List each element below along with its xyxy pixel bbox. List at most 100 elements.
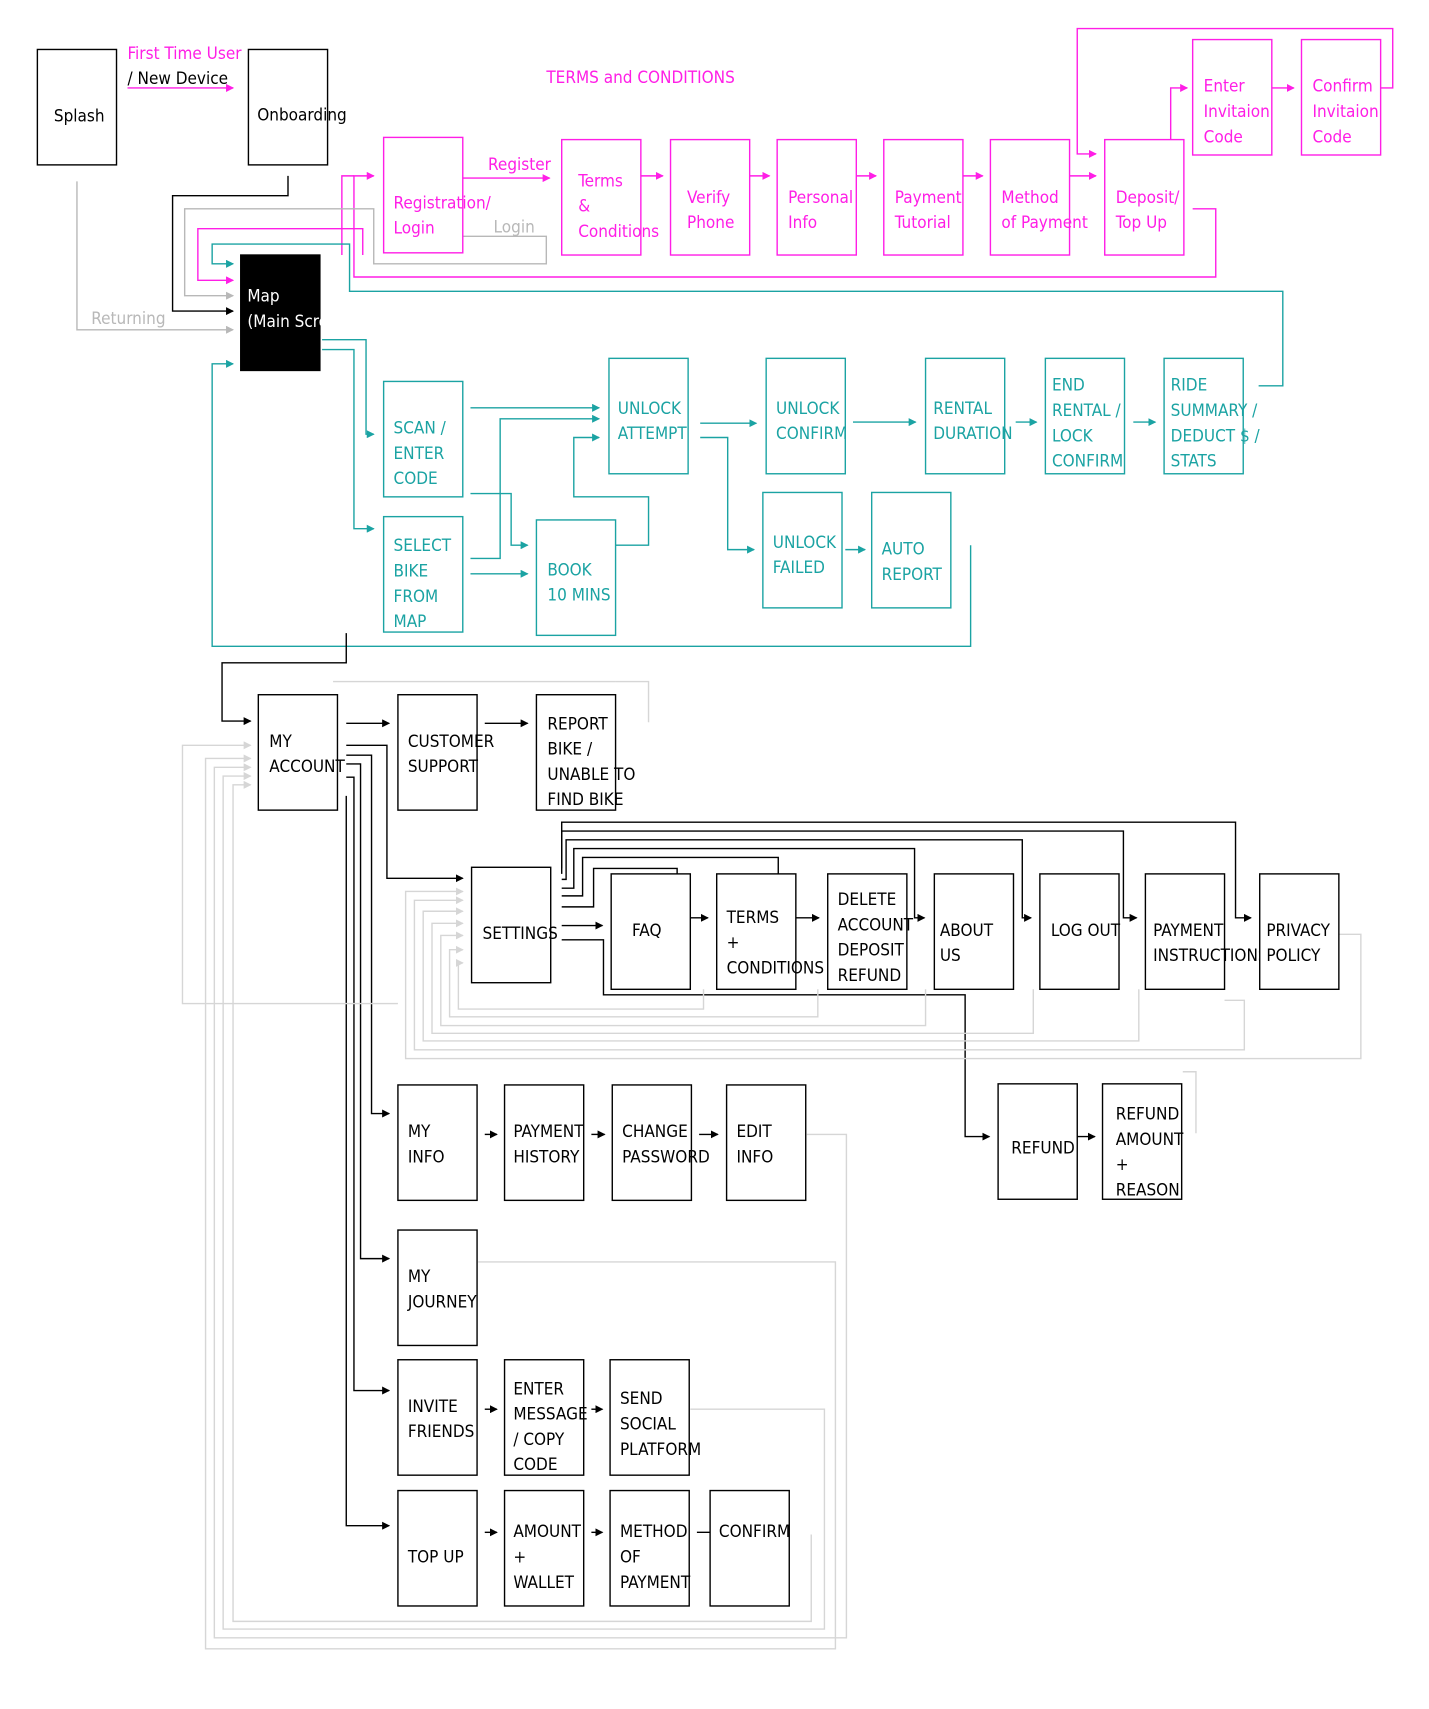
connector-lgrey-62 xyxy=(404,887,1362,1060)
node-box xyxy=(669,138,751,256)
node-faq: FAQ xyxy=(610,873,692,991)
node-label-line: SCAN / xyxy=(394,419,447,439)
node-label-line: AMOUNT xyxy=(1116,1130,1184,1150)
node-box xyxy=(1163,357,1244,475)
node-label-line: Enter xyxy=(1204,77,1246,97)
node-label-line: MY xyxy=(408,1122,431,1142)
connector-teal-18 xyxy=(322,348,375,533)
node-box xyxy=(609,1359,690,1476)
node-label-line: ENTER xyxy=(513,1379,564,1399)
node-terms-conditions: Terms&Conditions xyxy=(561,138,659,256)
node-label-line: Splash xyxy=(54,106,105,126)
node-label-line: FRIENDS xyxy=(408,1422,475,1442)
connector-lgrey-65 xyxy=(431,919,1034,1034)
node-label-line: REPORT xyxy=(547,714,608,734)
connector-black-48 xyxy=(346,763,391,1263)
connector-teal-22 xyxy=(470,492,529,550)
node-label-line: DEDUCT $ / xyxy=(1171,426,1261,446)
node-change-password: CHANGE PASSWORD xyxy=(611,1084,710,1202)
node-onboarding: Onboarding xyxy=(247,48,347,166)
node-label-line: AMOUNT xyxy=(513,1522,581,1542)
node-label-line: TERMS xyxy=(726,908,780,928)
node-label-line: MAP xyxy=(394,612,427,632)
node-box xyxy=(709,1489,790,1607)
node-label-line: INFO xyxy=(736,1147,773,1167)
node-label-line: Map xyxy=(247,287,279,307)
node-label-line: PASSWORD xyxy=(622,1147,710,1167)
node-box xyxy=(382,136,464,254)
node-label-line: ACCOUNT xyxy=(269,757,345,777)
node-terms-plus: TERMS+CONDITIONS xyxy=(715,873,824,991)
node-label-line: Confirm xyxy=(1312,77,1372,97)
node-box xyxy=(382,380,464,498)
connector-lgrey-59 xyxy=(222,772,826,1630)
node-label-line: PAYMENT xyxy=(620,1573,691,1593)
node-label-line: CONFIRM xyxy=(776,424,847,444)
connector-teal-29 xyxy=(700,436,756,554)
connector-magenta-12 xyxy=(197,227,364,285)
node-label-line: AUTO xyxy=(882,540,925,560)
connector-grey-13 xyxy=(183,208,548,300)
node-label-line: FAILED xyxy=(773,558,825,578)
node-label-line: Verify xyxy=(687,188,730,208)
connector-black-52 xyxy=(345,795,391,1530)
connector-black-31 xyxy=(221,633,347,726)
node-box xyxy=(1039,873,1120,991)
connector-grey-14 xyxy=(76,181,235,334)
node-label-line: Login xyxy=(394,219,435,239)
node-label-line: & xyxy=(578,197,590,217)
node-refund: REFUND xyxy=(997,1083,1078,1200)
node-label-line: TOP UP xyxy=(407,1548,464,1568)
node-label-line: LOCK xyxy=(1052,426,1094,446)
connector-lgrey-61 xyxy=(204,754,837,1650)
node-box xyxy=(36,48,118,166)
node-label-line: Phone xyxy=(687,213,734,233)
node-label-line: MESSAGE xyxy=(513,1405,587,1425)
node-box xyxy=(1101,1083,1183,1200)
node-label-line: Deposit/ xyxy=(1116,188,1180,208)
node-label-line: SUPPORT xyxy=(408,757,479,777)
node-label-line: CHANGE xyxy=(622,1122,688,1142)
node-label-line: + xyxy=(1116,1155,1129,1175)
node-label-line: INVITE xyxy=(408,1397,458,1417)
node-box xyxy=(503,1084,585,1202)
node-label-line: WALLET xyxy=(513,1573,574,1593)
node-box xyxy=(608,357,689,475)
node-box xyxy=(924,357,1006,475)
node-label-line: PLATFORM xyxy=(620,1440,701,1460)
connector-black-15 xyxy=(171,175,289,316)
node-label-line: LOG OUT xyxy=(1051,921,1121,941)
connector-teal-16 xyxy=(211,243,1284,387)
node-label-line: STATS xyxy=(1171,452,1217,472)
node-label-line: END xyxy=(1052,376,1085,396)
node-label-line: HISTORY xyxy=(513,1147,580,1167)
node-label-line: ACCOUNT xyxy=(838,915,914,935)
node-label-line: REFUND xyxy=(838,966,902,986)
connector-black-41 xyxy=(561,821,1252,922)
node-label-line: FROM xyxy=(394,587,439,607)
node-registration: Registration/Login xyxy=(382,136,492,254)
node-label-line: UNABLE TO xyxy=(547,765,635,785)
node-label-line: REASON xyxy=(1116,1180,1180,1200)
node-box xyxy=(535,519,617,637)
node-box xyxy=(933,873,1015,991)
node-label-line: SELECT xyxy=(394,536,452,556)
node-label-line: Registration/ xyxy=(394,193,492,213)
node-box xyxy=(240,254,321,372)
node-label-line: BIKE xyxy=(394,562,429,582)
node-top-up: TOP UP xyxy=(397,1489,478,1607)
